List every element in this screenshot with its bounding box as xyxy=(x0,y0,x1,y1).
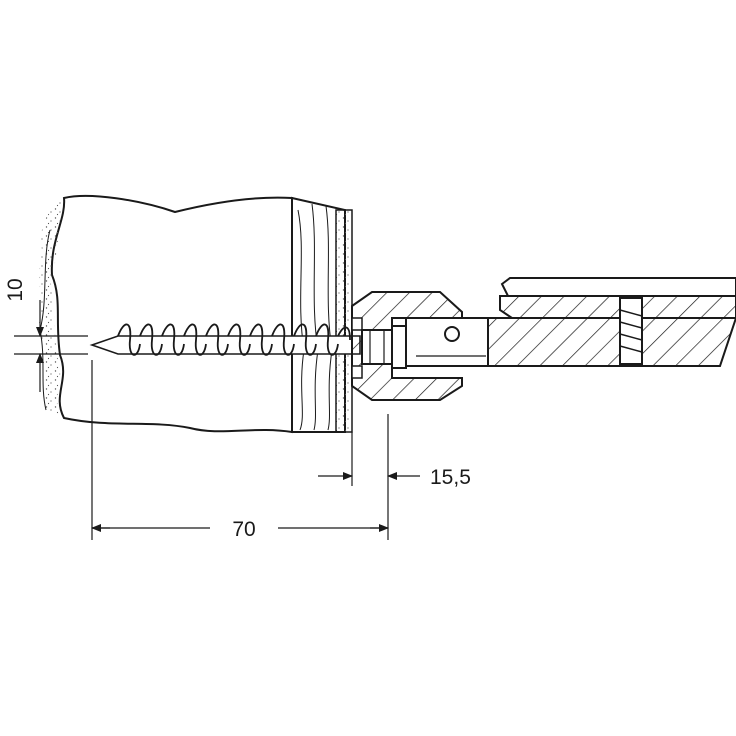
dimension-10: 10 xyxy=(4,278,88,392)
dimension-15-5-label: 15,5 xyxy=(430,466,471,489)
dimension-70-label: 70 xyxy=(232,518,255,541)
bracket-housing xyxy=(351,291,463,401)
bolt-nut xyxy=(361,325,407,369)
wood-end-plank xyxy=(291,196,353,433)
panel-clamp xyxy=(487,277,736,367)
set-screw xyxy=(619,297,643,365)
wood-post xyxy=(38,195,293,434)
dimension-10-label: 10 xyxy=(4,278,27,301)
dimension-70: 70 xyxy=(91,360,389,541)
dimension-15-5: 15,5 xyxy=(318,414,471,540)
